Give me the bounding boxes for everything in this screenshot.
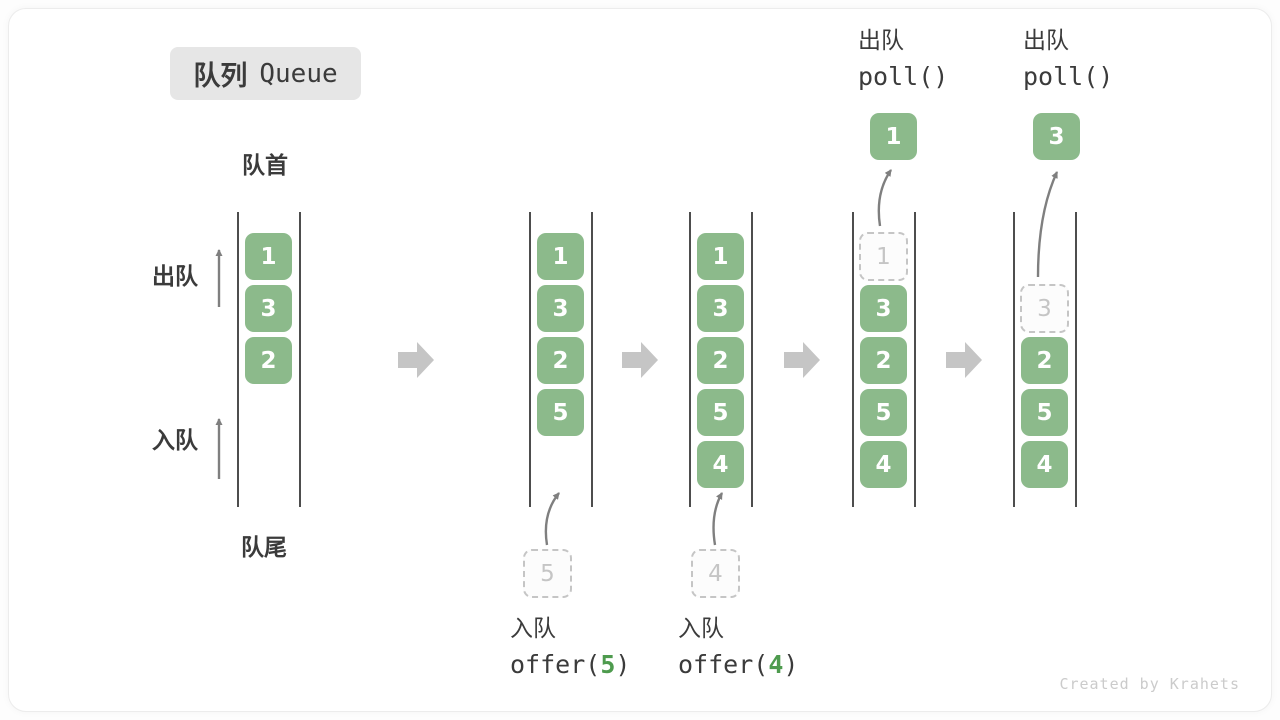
dequeue-op-label: 出队 poll()	[858, 28, 949, 91]
queue-wall-left	[237, 212, 239, 507]
enqueue-op-zh: 入队	[678, 616, 724, 642]
queue-cell: 2	[537, 337, 584, 384]
enqueue-op-code: offer(5)	[510, 650, 631, 679]
queue-front-label: 队首	[242, 153, 288, 179]
queue-cell: 2	[860, 337, 907, 384]
watermark-credit: Created by Krahets	[1059, 675, 1240, 693]
queue-cell: 2	[697, 337, 744, 384]
queue-cell: 4	[860, 441, 907, 488]
diagram-card-background	[8, 8, 1272, 712]
queue-cell: 4	[697, 441, 744, 488]
dequeue-op-zh: 出队	[858, 28, 904, 54]
queue-cell: 2	[1021, 337, 1068, 384]
queue-wall-right	[751, 212, 753, 507]
queue-wall-left	[852, 212, 854, 507]
queue-cell: 4	[1021, 441, 1068, 488]
queue-wall-right	[591, 212, 593, 507]
queue-wall-left	[1013, 212, 1015, 507]
queue-rear-label: 队尾	[241, 535, 287, 561]
queue-cell: 3	[245, 285, 292, 332]
queue-cell: 2	[245, 337, 292, 384]
queue-cell: 3	[537, 285, 584, 332]
title-en-label: Queue	[259, 58, 338, 89]
queue-wall-right	[914, 212, 916, 507]
dequeue-op-code: poll()	[1023, 62, 1114, 91]
pending-enqueue-cell: 4	[691, 549, 740, 598]
dequeue-op-label: 出队 poll()	[1023, 28, 1114, 91]
enqueue-op-label: 入队 offer(4)	[678, 616, 799, 679]
title-zh-label: 队列	[193, 61, 248, 92]
queue-cell-removed: 1	[859, 232, 908, 281]
queue-cell: 1	[537, 233, 584, 280]
enqueue-op-label: 入队 offer(5)	[510, 616, 631, 679]
queue-wall-left	[689, 212, 691, 507]
queue-wall-left	[529, 212, 531, 507]
queue-cell: 1	[697, 233, 744, 280]
queue-cell: 3	[860, 285, 907, 332]
pending-enqueue-cell: 5	[523, 549, 572, 598]
queue-cell-removed: 3	[1020, 284, 1069, 333]
queue-wall-right	[1075, 212, 1077, 507]
dequeue-op-zh: 出队	[1023, 28, 1069, 54]
diagram-title: 队列 Queue	[170, 47, 361, 100]
dequeued-result-cell: 3	[1033, 113, 1080, 160]
queue-cell: 1	[245, 233, 292, 280]
queue-cell: 3	[697, 285, 744, 332]
enqueue-op-code: offer(4)	[678, 650, 799, 679]
dequeue-direction-label: 出队	[152, 264, 198, 290]
queue-wall-right	[299, 212, 301, 507]
queue-cell: 5	[537, 389, 584, 436]
enqueue-op-zh: 入队	[510, 616, 556, 642]
queue-cell: 5	[1021, 389, 1068, 436]
dequeue-op-code: poll()	[858, 62, 949, 91]
queue-cell: 5	[860, 389, 907, 436]
enqueue-direction-label: 入队	[152, 428, 198, 454]
dequeued-result-cell: 1	[870, 113, 917, 160]
queue-cell: 5	[697, 389, 744, 436]
